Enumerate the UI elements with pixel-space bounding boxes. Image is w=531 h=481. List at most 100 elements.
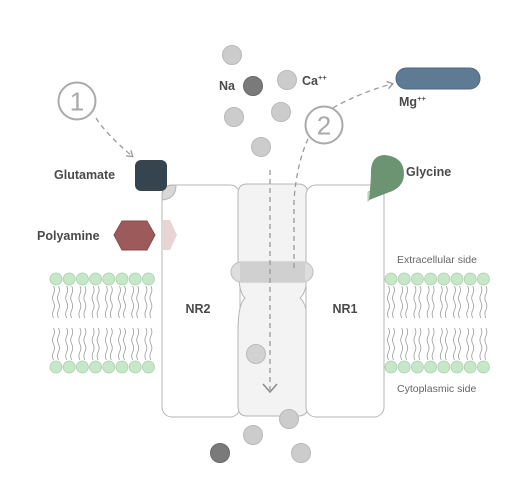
glutamate-arrow: [95, 117, 134, 158]
lipid-tail: [418, 285, 422, 319]
membrane-right: [384, 272, 490, 374]
lipid-tail: [118, 327, 121, 361]
polyamine-molecule: [113, 220, 156, 251]
lipid-tail: [413, 327, 417, 361]
glutamate-molecule: [135, 160, 167, 191]
lipid-head: [76, 360, 89, 374]
lipid-tail: [484, 285, 488, 319]
lipid-tail: [96, 285, 100, 319]
lipid-head: [115, 360, 129, 374]
lipid-tail: [149, 285, 153, 319]
pore-gate-core: [240, 262, 305, 282]
calcium-ion: [277, 70, 297, 90]
lipid-head: [128, 272, 142, 286]
lipid-head: [397, 272, 411, 286]
lipid-tail: [149, 327, 153, 361]
lipid-tail: [91, 285, 95, 319]
lipid-tail: [453, 327, 456, 361]
sodium-ion: [243, 76, 263, 96]
lipid-head: [384, 360, 398, 374]
lipid-tail: [466, 327, 470, 361]
lipid-tail: [484, 327, 488, 361]
lipid-tail: [444, 285, 448, 319]
lipid-tail: [91, 327, 95, 361]
nr1-subunit: [305, 184, 385, 418]
lipid-tail: [426, 285, 430, 319]
lipid-tail: [387, 327, 390, 361]
ion-light: [291, 443, 311, 463]
lipid-tail: [104, 285, 108, 319]
mg-label: Mg++: [399, 94, 426, 109]
ion-light: [224, 107, 244, 127]
lipid-tail: [400, 285, 404, 319]
polyamine-label: Polyamine: [37, 229, 100, 243]
lipid-tail: [78, 327, 82, 361]
lipid-head: [463, 272, 477, 286]
lipid-tail: [479, 327, 483, 361]
lipid-head: [102, 360, 116, 374]
lipid-head: [115, 272, 129, 286]
lipid-tail: [78, 285, 82, 319]
lipid-tail: [405, 327, 409, 361]
lipid-tail: [439, 285, 443, 319]
lipid-tail: [136, 327, 140, 361]
lipid-head: [424, 360, 438, 374]
lipid-tail: [57, 285, 60, 319]
ion-light: [222, 45, 242, 65]
extracellular-label: Extracellular side: [397, 254, 477, 266]
lipid-tail: [418, 327, 422, 361]
lipid-head: [410, 360, 424, 374]
lipid-tail: [405, 285, 409, 319]
lipid-tail: [131, 285, 135, 319]
lipid-tail: [109, 285, 113, 319]
lipid-tail: [431, 327, 435, 361]
lipid-head: [384, 272, 398, 286]
lipid-head: [450, 360, 464, 374]
lipid-tail: [70, 285, 74, 319]
lipid-tail: [413, 285, 417, 319]
ion-light: [243, 425, 263, 445]
polyamine-site: [163, 220, 177, 250]
lipid-tail: [471, 327, 475, 361]
magnesium-ion: [395, 67, 481, 90]
step-2-number: 2: [317, 111, 331, 141]
lipid-head: [62, 360, 76, 374]
glycine-molecule: [369, 155, 404, 200]
lipid-tail: [118, 285, 121, 319]
lipid-head: [424, 272, 438, 286]
step-1-circle: [57, 81, 97, 121]
lipid-tail: [400, 327, 404, 361]
lipid-tail: [144, 285, 148, 319]
lipid-tail: [83, 327, 87, 361]
ion-light: [251, 137, 271, 157]
lipid-head: [141, 360, 155, 374]
lipid-tail: [96, 327, 100, 361]
lipid-tail: [123, 327, 126, 361]
lipid-head: [463, 360, 477, 374]
lipid-tail: [70, 327, 74, 361]
lipid-head: [476, 272, 490, 286]
lipid-tail: [52, 327, 55, 361]
lipid-head: [89, 360, 102, 374]
lipid-tail: [471, 285, 475, 319]
lipid-tail: [439, 327, 443, 361]
lipid-head: [49, 272, 63, 286]
lipid-tail: [131, 327, 135, 361]
lipid-head: [76, 272, 89, 286]
membrane-left: [49, 272, 155, 374]
lipid-tail: [104, 327, 108, 361]
lipid-tail: [136, 285, 140, 319]
ion-light: [279, 409, 299, 429]
lipid-head: [62, 272, 76, 286]
lipid-head: [49, 360, 63, 374]
lipid-tail: [466, 285, 470, 319]
lipid-head: [102, 272, 116, 286]
lipid-tail: [431, 285, 435, 319]
lipid-head: [437, 272, 451, 286]
na-label: Na: [219, 79, 236, 93]
lipid-tail: [426, 327, 430, 361]
lipid-head: [437, 360, 451, 374]
lipid-tail: [109, 327, 113, 361]
step-1-number: 1: [70, 87, 84, 117]
lipid-tail: [444, 327, 448, 361]
